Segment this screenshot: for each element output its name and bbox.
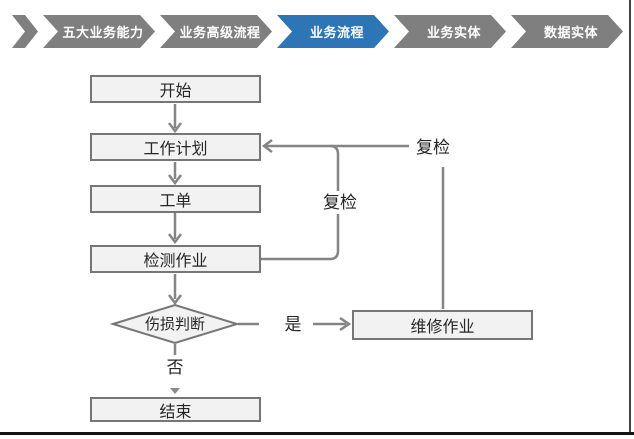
nav-step-business-entity[interactable]: 业务实体 bbox=[394, 15, 506, 48]
flow-node-label: 工单 bbox=[159, 193, 192, 210]
nav-step-label: 五大业务能力 bbox=[62, 25, 144, 40]
flow-node-start: 开始 bbox=[90, 75, 261, 103]
arrowhead-down-icon bbox=[168, 294, 182, 306]
edge-label-no: 否 bbox=[166, 358, 184, 377]
edge-label-recheck-inspect: 复检 bbox=[323, 193, 357, 212]
arrowhead-down-icon bbox=[168, 122, 182, 134]
flow-node-inspect: 检测作业 bbox=[90, 245, 261, 273]
flow-node-label: 维修作业 bbox=[410, 319, 475, 336]
arrowhead-down-icon bbox=[168, 174, 182, 186]
arrowhead-left-icon bbox=[261, 139, 273, 153]
edge-label-recheck-repair: 复检 bbox=[416, 138, 450, 157]
nav-step-label: 业务实体 bbox=[426, 25, 481, 40]
edge-label-yes: 是 bbox=[284, 315, 302, 334]
flow-node-plan: 工作计划 bbox=[90, 133, 261, 161]
flow-node-decision-label: 伤损判断 bbox=[144, 316, 205, 333]
flow-node-end: 结束 bbox=[90, 397, 261, 422]
arrowhead-down-icon bbox=[168, 233, 182, 245]
arrowhead-right-icon bbox=[339, 316, 352, 332]
flow-node-label: 检测作业 bbox=[143, 253, 208, 270]
nav-step-business-process-active[interactable]: 业务流程 bbox=[277, 15, 389, 48]
nav-step-label: 业务流程 bbox=[309, 25, 364, 40]
flow-node-order: 工单 bbox=[90, 185, 261, 213]
nav-step-label: 业务高级流程 bbox=[179, 25, 261, 40]
process-step-nav: 五大业务能力 业务高级流程 业务流程 业务实体 数据实体 bbox=[12, 15, 623, 48]
nav-step-label: 数据实体 bbox=[543, 25, 598, 40]
nav-step-high-level-process[interactable]: 业务高级流程 bbox=[160, 15, 272, 48]
flow-node-repair: 维修作业 bbox=[352, 310, 533, 340]
arrowhead-small-down-icon bbox=[170, 388, 180, 394]
flow-node-label: 结束 bbox=[159, 403, 192, 421]
frame-right-edge bbox=[629, 0, 631, 435]
frame-bottom-edge bbox=[0, 432, 634, 435]
flow-node-label: 开始 bbox=[159, 83, 192, 100]
nav-step-business-capabilities[interactable]: 五大业务能力 bbox=[43, 15, 155, 48]
leading-chevron-icon bbox=[12, 15, 38, 48]
flow-node-label: 工作计划 bbox=[143, 141, 208, 158]
nav-step-data-entity[interactable]: 数据实体 bbox=[511, 15, 623, 48]
